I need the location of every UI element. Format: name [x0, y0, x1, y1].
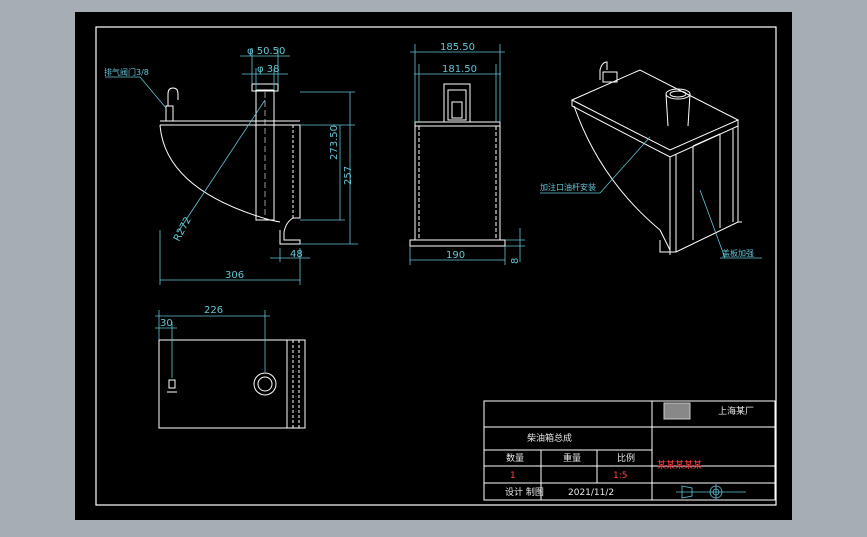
isometric-view — [570, 61, 742, 255]
dim-inner-pipe: φ 38 — [257, 64, 280, 75]
title-projection-symbol — [676, 484, 746, 500]
top-filler-opening — [253, 372, 277, 396]
front-vent-valve — [165, 105, 174, 122]
side-valve — [451, 101, 463, 119]
val-qty: 1 — [510, 471, 516, 481]
dim-total-height: 273.50 — [329, 125, 340, 160]
dim-top-inner: 181.50 — [442, 64, 477, 75]
dim-outer-pipe: φ 50.50 — [247, 46, 285, 57]
side-dimensions — [409, 44, 525, 265]
dim-flange: 48 — [290, 249, 303, 260]
iso-curved-face — [573, 105, 671, 251]
company-name: 上海某厂 — [718, 405, 754, 417]
label-side: 盖板加强 — [722, 248, 754, 258]
side-dim-text: 185.50 181.50 190 8 — [440, 42, 521, 264]
top-valve — [167, 379, 177, 393]
col-qty: 数量 — [506, 452, 524, 464]
row-design: 设计 制图 — [505, 486, 544, 498]
dim-top-outer: 185.50 — [440, 42, 475, 53]
top-dim-text: 226 30 — [160, 305, 223, 329]
drawing-border — [95, 26, 777, 506]
drawing-sheet — [75, 12, 792, 520]
dim-offset: 30 — [160, 318, 173, 329]
front-view — [159, 83, 301, 245]
front-valve-handle — [167, 87, 179, 106]
val-scale: 1:5 — [613, 471, 627, 481]
iso-valve — [599, 61, 608, 80]
projection-cone-icon — [681, 485, 693, 499]
top-dimensions — [155, 310, 270, 378]
front-dimensions — [105, 48, 358, 285]
iso-text: 加注口油杆安装 盖板加强 — [540, 182, 754, 258]
side-view — [409, 83, 506, 247]
dim-base-height: 8 — [510, 258, 521, 264]
front-curved-bottom — [159, 124, 281, 223]
side-base-plate — [409, 239, 506, 247]
dim-width: 306 — [225, 270, 244, 281]
title-block — [483, 400, 776, 501]
drawing-name: 柴油箱总成 — [527, 432, 572, 444]
col-weight: 重量 — [563, 452, 581, 464]
iso-leaders — [540, 136, 762, 259]
label-fill-pipe: 加注口油杆安装 — [540, 182, 596, 192]
front-pipe-cap — [251, 83, 279, 92]
drawing-date: 2021/11/2 — [568, 488, 614, 498]
dim-base-width: 190 — [446, 250, 465, 261]
material-note: 某某某某某 — [657, 460, 702, 471]
dim-center: 226 — [204, 305, 223, 316]
company-logo — [663, 402, 691, 420]
title-text: 上海某厂 柴油箱总成 数量 重量 比例 1 1:5 某某某某某 设计 制图 20… — [505, 405, 754, 498]
col-scale: 比例 — [617, 452, 635, 464]
valve-label: 排气阀门3/8 — [104, 67, 149, 77]
top-view — [158, 339, 306, 429]
dim-body-height: 257 — [343, 166, 354, 185]
top-body — [158, 339, 306, 429]
